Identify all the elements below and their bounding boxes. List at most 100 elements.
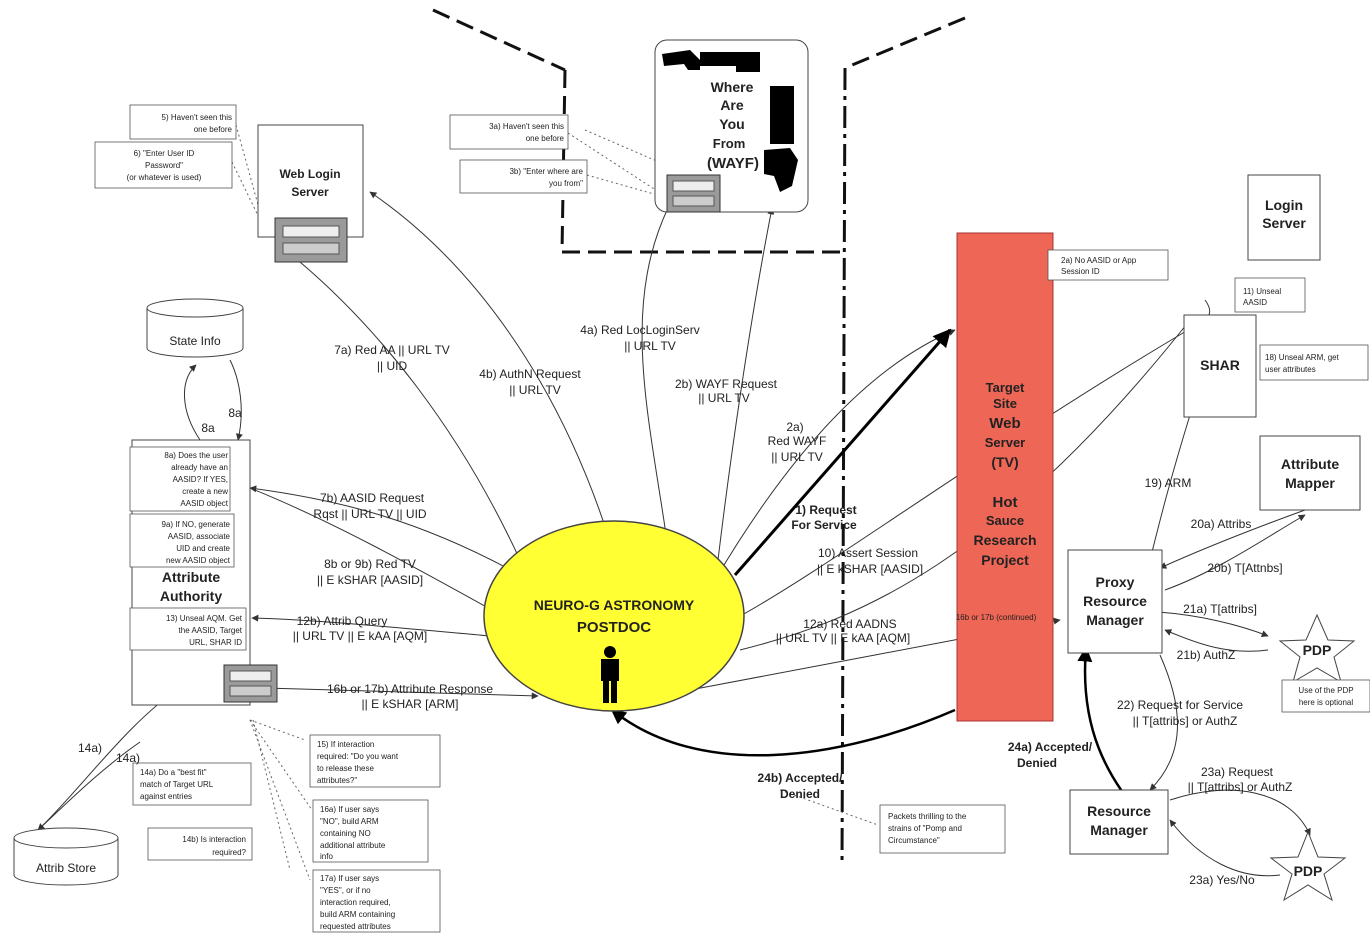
svg-text:|| URL TV: || URL TV — [509, 383, 561, 397]
attrib-store-db: Attrib Store — [13, 827, 119, 886]
svg-text:Resource: Resource — [1087, 803, 1151, 819]
person-icon — [601, 646, 619, 703]
svg-text:16a) If user says: 16a) If user says — [320, 805, 379, 814]
svg-text:9a) If NO, generate: 9a) If NO, generate — [162, 520, 231, 529]
svg-text:|| T[attribs] or AuthZ: || T[attribs] or AuthZ — [1188, 780, 1293, 794]
svg-text:For Service: For Service — [791, 518, 857, 532]
svg-text:to release these: to release these — [317, 764, 374, 773]
svg-text:(or whatever is used): (or whatever is used) — [127, 173, 202, 182]
svg-text:containing NO: containing NO — [320, 829, 371, 838]
svg-text:Web Login: Web Login — [279, 167, 340, 181]
svg-text:user attributes: user attributes — [1265, 365, 1316, 374]
flow-labels: 7a) Red AA || URL TV || UID 4b) AuthN Re… — [78, 323, 1292, 887]
svg-text:8a) Does the user: 8a) Does the user — [164, 451, 228, 460]
svg-text:Resource: Resource — [1083, 593, 1147, 609]
svg-text:5) Haven't seen this: 5) Haven't seen this — [162, 113, 232, 122]
svg-text:Target: Target — [986, 380, 1025, 395]
svg-text:Server: Server — [1262, 215, 1306, 231]
svg-text:one before: one before — [526, 134, 565, 143]
login-server: Login Server — [1247, 174, 1321, 261]
svg-text:SHAR: SHAR — [1200, 357, 1240, 373]
svg-text:(TV): (TV) — [991, 454, 1018, 470]
resource-manager: Resource Manager — [1069, 789, 1169, 855]
svg-text:20a) Attribs: 20a) Attribs — [1191, 517, 1252, 531]
svg-text:NEURO-G ASTRONOMY: NEURO-G ASTRONOMY — [534, 597, 695, 613]
svg-text:|| URL TV: || URL TV — [771, 450, 823, 464]
svg-text:12b) Attrib Query: 12b) Attrib Query — [297, 614, 388, 628]
svg-text:PDP: PDP — [1294, 863, 1323, 879]
svg-text:11) Unseal: 11) Unseal — [1243, 287, 1281, 296]
svg-text:You: You — [719, 116, 744, 132]
svg-text:here is optional: here is optional — [1299, 698, 1353, 707]
svg-text:Where: Where — [711, 79, 754, 95]
svg-text:Project: Project — [981, 552, 1029, 568]
svg-text:Attrib Store: Attrib Store — [36, 861, 96, 875]
svg-text:|| T[attribs] or AuthZ: || T[attribs] or AuthZ — [1133, 714, 1238, 728]
svg-text:|| UID: || UID — [377, 359, 408, 373]
svg-text:|| URL TV: || URL TV — [698, 391, 750, 405]
svg-text:URL, SHAR ID: URL, SHAR ID — [189, 638, 242, 647]
svg-text:Red WAYF: Red WAYF — [768, 434, 827, 448]
svg-text:2a) No AASID or App: 2a) No AASID or App — [1061, 256, 1137, 265]
svg-text:POSTDOC: POSTDOC — [577, 619, 651, 636]
svg-text:13) Unseal AQM. Get: 13) Unseal AQM. Get — [166, 614, 243, 623]
svg-text:20b) T[Attnbs]: 20b) T[Attnbs] — [1207, 561, 1282, 575]
svg-text:Denied: Denied — [780, 787, 820, 801]
svg-text:Manager: Manager — [1090, 822, 1148, 838]
svg-text:19) ARM: 19) ARM — [1145, 476, 1192, 490]
svg-text:21a) T[attribs]: 21a) T[attribs] — [1183, 602, 1257, 616]
shar: SHAR — [1183, 314, 1257, 418]
svg-text:match of Target URL: match of Target URL — [140, 780, 214, 789]
svg-text:required?: required? — [212, 848, 246, 857]
svg-text:info: info — [320, 852, 333, 861]
aa-form-icon — [223, 664, 278, 703]
svg-text:AASID object: AASID object — [180, 499, 228, 508]
svg-text:|| URL TV || E kAA [AQM]: || URL TV || E kAA [AQM] — [293, 629, 428, 643]
svg-text:8a: 8a — [201, 421, 215, 435]
target-site-web-server: Target Site Web Server (TV) Hot Sauce Re… — [956, 232, 1054, 722]
svg-text:"NO", build ARM: "NO", build ARM — [320, 817, 379, 826]
svg-text:10) Assert Session: 10) Assert Session — [818, 546, 918, 560]
svg-text:strains of "Pomp and: strains of "Pomp and — [888, 824, 962, 833]
svg-text:14a) Do a "best fit": 14a) Do a "best fit" — [140, 768, 207, 777]
svg-text:16b or 17b (continued): 16b or 17b (continued) — [956, 613, 1037, 622]
svg-text:the AASID, Target: the AASID, Target — [179, 626, 243, 635]
svg-text:Attribute: Attribute — [1281, 456, 1340, 472]
svg-text:already have an: already have an — [171, 463, 228, 472]
svg-text:State Info: State Info — [169, 334, 221, 348]
svg-text:Circumstance": Circumstance" — [888, 836, 940, 845]
wayf-server: Where Are You From (WAYF) — [654, 39, 809, 213]
svg-text:one before: one before — [194, 125, 233, 134]
svg-text:Mapper: Mapper — [1285, 475, 1335, 491]
svg-text:(WAYF): (WAYF) — [707, 155, 759, 172]
svg-text:you from": you from" — [549, 179, 583, 188]
svg-text:Are: Are — [720, 97, 744, 113]
svg-text:Server: Server — [985, 435, 1025, 450]
svg-text:AASID, associate: AASID, associate — [168, 532, 231, 541]
svg-text:8a: 8a — [228, 406, 242, 420]
svg-text:PDP: PDP — [1303, 642, 1332, 658]
connector-arrows — [37, 191, 1311, 877]
svg-text:Password": Password" — [145, 161, 183, 170]
svg-text:12a) Red AADNS: 12a) Red AADNS — [803, 617, 896, 631]
svg-text:7a) Red AA || URL TV: 7a) Red AA || URL TV — [334, 343, 450, 357]
note-texts: 5) Haven't seen this one before 6) "Ente… — [127, 113, 1354, 931]
login-form-icon — [274, 217, 348, 263]
svg-text:Manager: Manager — [1086, 612, 1144, 628]
svg-text:AASID: AASID — [1243, 298, 1267, 307]
svg-text:required: "Do you want: required: "Do you want — [317, 752, 399, 761]
state-info-db: State Info — [146, 298, 244, 358]
svg-text:14a): 14a) — [78, 741, 102, 755]
svg-text:additional attribute: additional attribute — [320, 841, 386, 850]
svg-text:4b) AuthN Request: 4b) AuthN Request — [479, 367, 581, 381]
svg-text:interaction required,: interaction required, — [320, 898, 391, 907]
svg-text:Research: Research — [973, 532, 1036, 548]
svg-text:create a new: create a new — [182, 487, 228, 496]
svg-text:|| E kSHAR [ARM]: || E kSHAR [ARM] — [362, 697, 459, 711]
svg-text:|| URL TV || E kAA [AQM]: || URL TV || E kAA [AQM] — [776, 631, 911, 645]
svg-text:Session ID: Session ID — [1061, 267, 1100, 276]
pdp-star-top: PDP — [1278, 613, 1356, 684]
svg-text:15) If interaction: 15) If interaction — [317, 740, 374, 749]
svg-text:24b) Accepted/: 24b) Accepted/ — [758, 771, 844, 785]
svg-text:Web: Web — [989, 415, 1020, 432]
